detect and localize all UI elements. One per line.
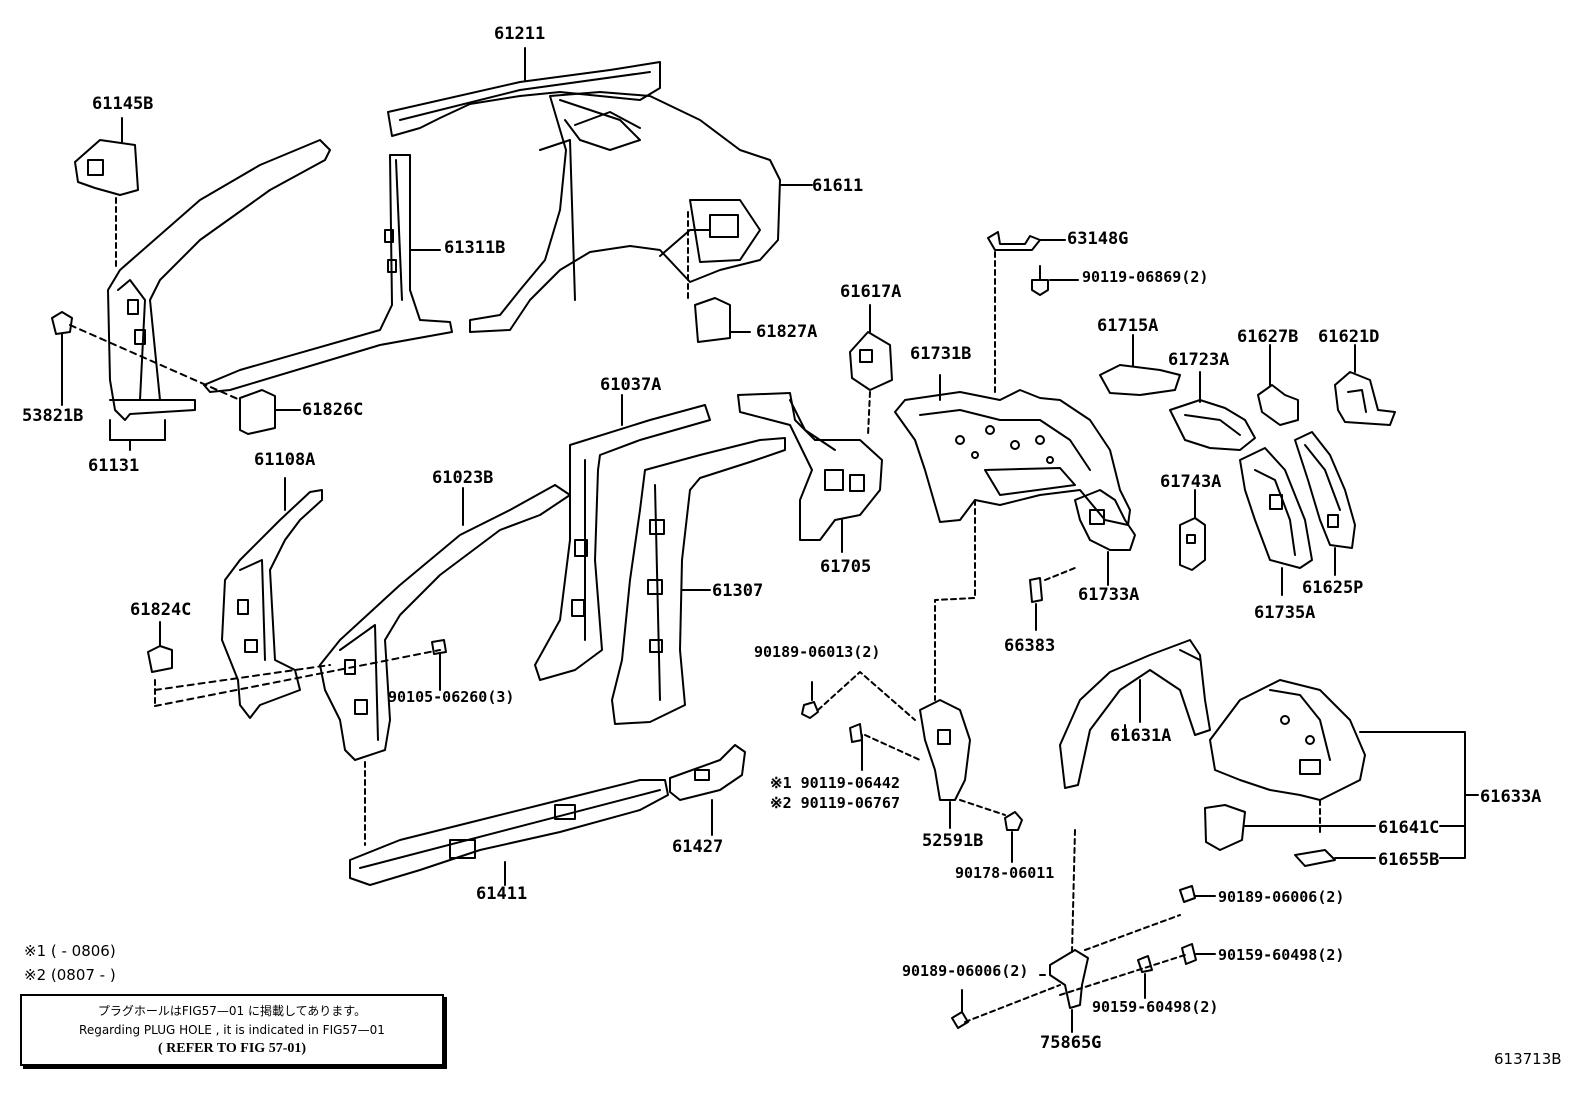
label-90159-60498-left: 90159-60498(2): [1092, 998, 1219, 1016]
label-61641C: 61641C: [1378, 818, 1440, 838]
part-61627B-bracket: [1257, 344, 1299, 426]
part-61641C-bracket: [1204, 799, 1466, 851]
part-61427-extension: [669, 744, 746, 836]
clip-90189-06006-right: [1179, 885, 1216, 903]
part-61827A-block: [687, 211, 751, 343]
part-66383-clip: [934, 499, 1076, 701]
label-61633A: 61633A: [1480, 787, 1542, 807]
part-61131-side-outer: [107, 139, 331, 441]
label-61625P: 61625P: [1302, 578, 1364, 598]
part-53821B-clip: [51, 311, 241, 406]
label-61705: 61705: [820, 557, 872, 577]
part-61307-bpillar: [611, 437, 786, 725]
figure-id: 613713B: [1494, 1050, 1562, 1068]
label-61621D: 61621D: [1318, 327, 1380, 347]
label-90189-06006-left: 90189-06006(2): [902, 962, 1029, 980]
label-53821B: 53821B: [22, 406, 84, 426]
label-52591B: 52591B: [922, 831, 984, 851]
part-61731B-wheelhouse: [894, 374, 1131, 526]
part-61411-rocker: [349, 779, 669, 886]
label-66383: 66383: [1004, 636, 1056, 656]
part-61617A-bracket: [849, 304, 893, 436]
label-90178-06011: 90178-06011: [955, 864, 1055, 882]
label-61311B: 61311B: [444, 238, 506, 258]
note-japanese: プラグホールはFIG57—01 に掲載してあります。: [97, 1004, 367, 1018]
bolt-90159-60498-left: [1137, 955, 1153, 999]
label-61827A: 61827A: [756, 322, 818, 342]
label-61723A: 61723A: [1168, 350, 1230, 370]
footnote-1: ※1 ( - 0806): [24, 942, 116, 960]
label-61627B: 61627B: [1237, 327, 1299, 347]
label-90119-06442: ※1 90119-06442: [770, 774, 900, 792]
bolt-90159-60498-right: [1181, 943, 1216, 965]
label-63148G: 63148G: [1067, 229, 1129, 249]
part-61735A-extension: [1239, 447, 1313, 596]
part-61826C-block: [239, 389, 301, 435]
label-61145B: 61145B: [92, 94, 154, 114]
part-61145B-bracket: [74, 117, 139, 271]
part-52591B-bracket: [919, 699, 1006, 829]
part-61621D-bracket: [1334, 344, 1396, 426]
label-90105-06260: 90105-06260(3): [388, 688, 515, 706]
part-61723A-panel: [1169, 371, 1256, 451]
label-61735A: 61735A: [1254, 603, 1316, 623]
label-61826C: 61826C: [302, 400, 364, 420]
part-61611-quarter-panel: [469, 91, 813, 333]
part-61631A-liner: [1059, 639, 1211, 789]
part-61023B-pillar: [319, 484, 571, 846]
label-61108A: 61108A: [254, 450, 316, 470]
part-61705-inner: [737, 392, 883, 553]
label-61211: 61211: [494, 24, 546, 44]
plug-hole-note: プラグホールはFIG57—01 に掲載してあります。 Regarding PLU…: [20, 994, 444, 1066]
part-61733A-bracket: [1074, 489, 1136, 586]
label-75865G: 75865G: [1040, 1033, 1102, 1053]
label-61427: 61427: [672, 837, 724, 857]
clip-90189-06013: [801, 671, 916, 721]
bolt-90105-06260: [431, 639, 447, 691]
label-61733A: 61733A: [1078, 585, 1140, 605]
label-90119-06869: 90119-06869(2): [1082, 268, 1209, 286]
bolt-90119-06869: [1031, 265, 1079, 296]
part-75865G-bracket: [964, 829, 1186, 1033]
label-61617A: 61617A: [840, 282, 902, 302]
footnote-2: ※2 (0807 - ): [24, 966, 116, 984]
note-english: Regarding PLUG HOLE , it is indicated in…: [79, 1023, 385, 1037]
part-61311B-pillar: [203, 154, 453, 393]
nut-90178-06011: [1004, 811, 1023, 863]
note-reference: ( REFER TO FIG 57-01): [157, 1041, 307, 1056]
label-61307: 61307: [712, 581, 764, 601]
clip-90189-06006-left: [951, 989, 969, 1029]
part-61655B-plate: [1294, 849, 1376, 867]
label-61631A: 61631A: [1110, 726, 1172, 746]
part-61715A-bracket: [1099, 334, 1181, 396]
label-61023B: 61023B: [432, 468, 494, 488]
label-90119-06767: ※2 90119-06767: [770, 794, 900, 812]
label-90189-06006-right: 90189-06006(2): [1218, 888, 1345, 906]
label-90159-60498-right: 90159-60498(2): [1218, 946, 1345, 964]
label-61411: 61411: [476, 884, 528, 904]
label-61715A: 61715A: [1097, 316, 1159, 336]
label-61743A: 61743A: [1160, 472, 1222, 492]
part-61743A-plate: [1179, 489, 1206, 571]
label-61824C: 61824C: [130, 600, 192, 620]
part-61633A-liner: [1209, 679, 1479, 859]
part-61108A-pillar: [221, 477, 323, 719]
label-61731B: 61731B: [910, 344, 972, 364]
label-61655B: 61655B: [1378, 850, 1440, 870]
part-61625P-extension: [1294, 431, 1356, 576]
part-63148G-bracket: [987, 231, 1066, 396]
label-61611: 61611: [812, 176, 864, 196]
bolt-90119-06442: [849, 723, 921, 771]
part-61824C-block: [147, 621, 441, 707]
label-61131: 61131: [88, 456, 140, 476]
part-61037A-reinforcement: [534, 394, 711, 681]
label-90189-06013: 90189-06013(2): [754, 643, 881, 661]
part-61211-roof-rail: [387, 47, 661, 137]
label-61037A: 61037A: [600, 375, 662, 395]
